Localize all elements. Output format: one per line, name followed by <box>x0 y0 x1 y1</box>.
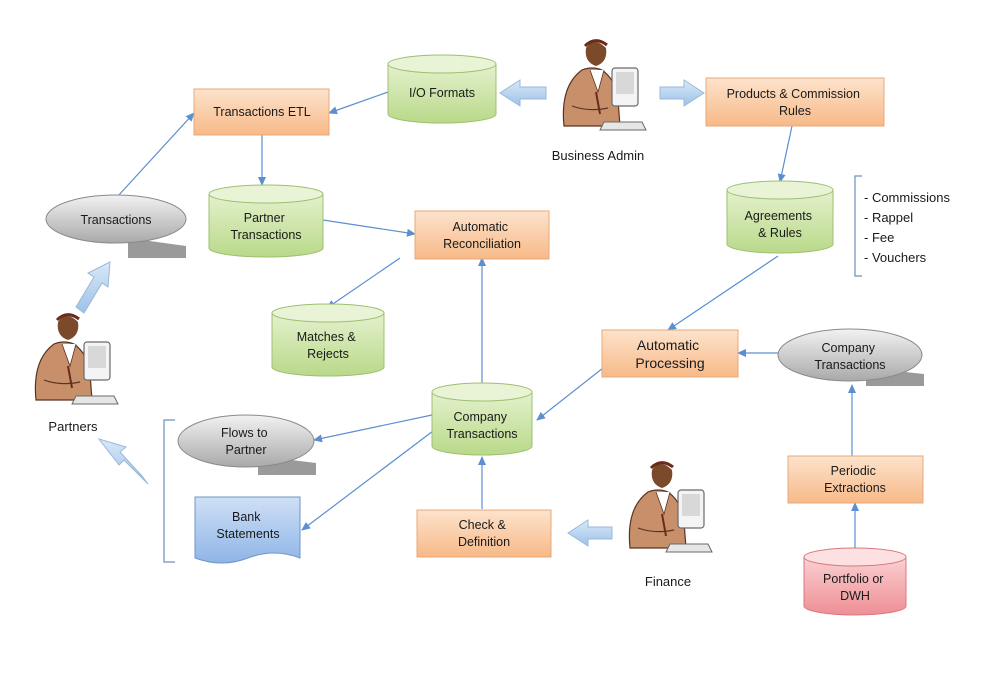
svg-text:Portfolio or DWH: Portfolio or DWH <box>823 572 887 603</box>
actor-partners: Partners <box>33 313 120 434</box>
company-transactions-bubble-line-2: Transactions <box>814 358 885 372</box>
business-admin-person-icon <box>561 39 648 132</box>
process-transactions-etl-label: Transactions ETL <box>213 105 311 119</box>
process-automatic-processing[interactable]: Automatic Processing <box>601 329 739 378</box>
periodic-extractions-line-1: Periodic <box>831 464 876 478</box>
svg-text:Agreements & Rules: Agreements & Rules <box>745 209 816 240</box>
conn-transactions-to-etl <box>117 112 195 197</box>
check-definition-line-2: Definition <box>458 535 510 549</box>
automatic-processing-line-1: Automatic <box>637 337 699 353</box>
process-transactions-etl[interactable]: Transactions ETL <box>193 88 330 136</box>
conn-io-to-etl <box>328 91 389 115</box>
bubble-company-transactions[interactable]: Company Transactions <box>777 328 924 386</box>
portfolio-dwh-line-1: Portfolio or <box>823 572 883 586</box>
svg-text:Company Transactions: Company Transactions <box>446 410 517 441</box>
bracket-agreement-items <box>854 175 862 277</box>
products-commission-rules-line-2: Rules <box>779 104 811 118</box>
conn-reconciliation-to-matches <box>326 257 401 309</box>
svg-text:Periodic Extractions: Periodic Extractions <box>824 464 886 495</box>
agreements-rules-line-1: Agreements <box>745 209 812 223</box>
conn-agreements-to-processing <box>667 255 779 331</box>
products-commission-rules-line-1: Products & Commission <box>727 87 860 101</box>
block-arrows <box>75 79 705 547</box>
conn-company-tx-to-bank <box>301 427 438 531</box>
svg-text:Matches & Rejects: Matches & Rejects <box>297 330 360 361</box>
svg-text:Flows to Partner: Flows to Partner <box>221 426 271 457</box>
process-products-commission-rules[interactable]: Products & Commission Rules <box>705 77 885 127</box>
process-automatic-reconciliation[interactable]: Automatic Reconciliation <box>414 210 550 260</box>
automatic-reconciliation-line-2: Reconciliation <box>443 237 521 251</box>
svg-text:Automatic Reconciliation: Automatic Reconciliation <box>443 220 521 251</box>
process-periodic-extractions[interactable]: Periodic Extractions <box>787 455 924 504</box>
doc-bank-statements[interactable]: Bank Statements <box>194 496 301 564</box>
block-arrow-partners-to-transactions <box>75 261 111 314</box>
db-matches-rejects[interactable]: Matches & Rejects <box>271 303 385 377</box>
agreement-item-vouchers: - Vouchers <box>864 250 927 265</box>
flows-to-partner-line-1: Flows to <box>221 426 268 440</box>
partners-person-icon <box>33 313 120 406</box>
check-definition-line-1: Check & <box>459 518 507 532</box>
io-formats-label: I/O Formats <box>409 86 475 100</box>
bracket-outputs <box>163 419 175 563</box>
connectors <box>117 91 859 548</box>
matches-rejects-line-2: Rejects <box>307 347 349 361</box>
finance-person-icon <box>627 461 714 554</box>
agreement-item-commissions: - Commissions <box>864 190 950 205</box>
periodic-extractions-line-2: Extractions <box>824 481 886 495</box>
matches-rejects-line-1: Matches & <box>297 330 357 344</box>
agreement-item-rappel: - Rappel <box>864 210 913 225</box>
flows-to-partner-line-2: Partner <box>226 443 267 457</box>
agreement-item-fee: - Fee <box>864 230 894 245</box>
db-partner-transactions[interactable]: Partner Transactions <box>208 184 324 258</box>
business-admin-label: Business Admin <box>552 148 645 163</box>
block-arrow-finance-to-check <box>567 519 613 547</box>
finance-label: Finance <box>645 574 691 589</box>
partner-transactions-line-2: Transactions <box>230 228 301 242</box>
agreements-rules-line-2: & Rules <box>758 226 802 240</box>
agreement-items-list: - Commissions - Rappel - Fee - Vouchers <box>864 190 950 265</box>
conn-products-to-agreements <box>777 125 793 183</box>
db-agreements-rules[interactable]: Agreements & Rules <box>726 180 834 254</box>
block-arrow-admin-to-io <box>499 79 547 107</box>
conn-processing-to-company-tx <box>536 367 604 421</box>
company-transactions-db-line-2: Transactions <box>446 427 517 441</box>
automatic-processing-line-2: Processing <box>635 355 704 371</box>
conn-partner-tx-to-reconciliation <box>322 219 416 237</box>
db-company-transactions[interactable]: Company Transactions <box>431 382 533 456</box>
transactions-bubble-label: Transactions <box>80 213 151 227</box>
db-io-formats[interactable]: I/O Formats <box>387 54 497 124</box>
actor-finance: Finance <box>627 461 714 589</box>
bubble-transactions[interactable]: Transactions <box>45 194 187 258</box>
block-arrow-admin-to-products <box>659 79 705 107</box>
svg-text:Bank Statements: Bank Statements <box>216 510 279 541</box>
portfolio-dwh-line-2: DWH <box>840 589 870 603</box>
svg-text:Partner Transactions: Partner Transactions <box>230 211 301 242</box>
automatic-reconciliation-line-1: Automatic <box>452 220 508 234</box>
company-transactions-db-line-1: Company <box>454 410 508 424</box>
svg-text:Check & Definition: Check & Definition <box>458 518 510 549</box>
block-arrow-outputs-to-partners <box>97 438 149 485</box>
actor-business-admin: Business Admin <box>552 39 648 163</box>
company-transactions-bubble-line-1: Company <box>822 341 876 355</box>
bank-statements-line-2: Statements <box>216 527 279 541</box>
svg-text:Company Transactions: Company Transactions <box>814 341 885 372</box>
db-portfolio-dwh[interactable]: Portfolio or DWH <box>803 547 907 616</box>
partners-label: Partners <box>48 419 98 434</box>
partner-transactions-line-1: Partner <box>244 211 285 225</box>
process-check-definition[interactable]: Check & Definition <box>416 509 552 558</box>
conn-company-tx-to-flows <box>313 414 433 443</box>
svg-text:Products & Commission Ru: Products & Commission Rules <box>727 87 864 118</box>
bank-statements-line-1: Bank <box>232 510 261 524</box>
bubble-flows-to-partner[interactable]: Flows to Partner <box>177 414 316 475</box>
svg-text:Automatic Processing: Automatic Processing <box>635 337 704 371</box>
